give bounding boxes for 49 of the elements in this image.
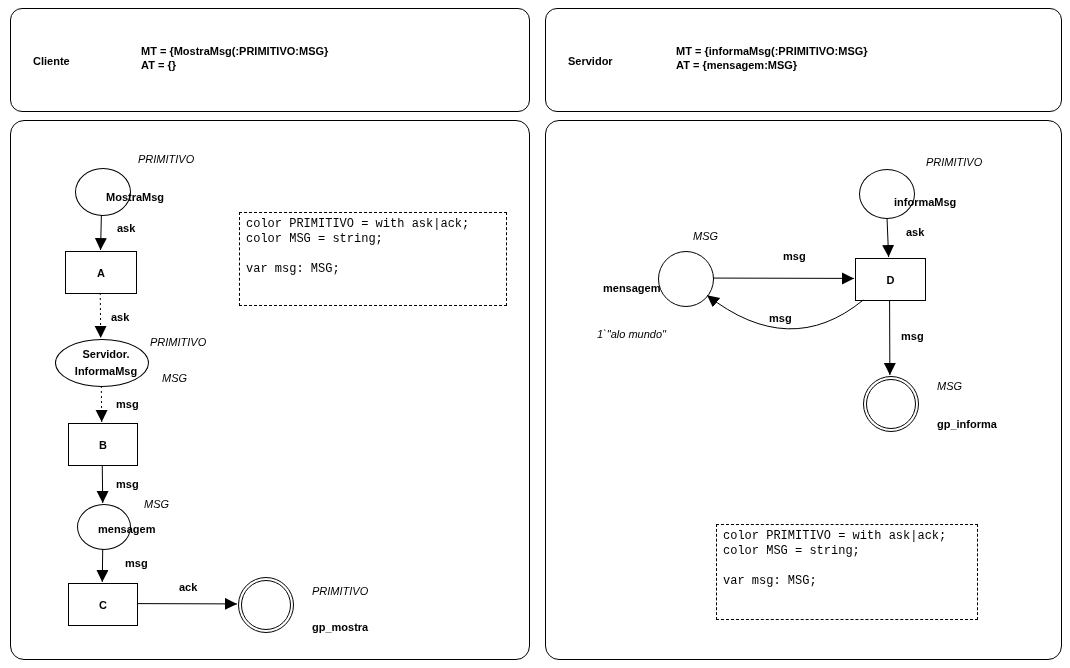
arc-arrow [94, 292, 107, 339]
color-set-label: MSG [162, 372, 188, 384]
arc-arrow [136, 597, 238, 610]
edge-label: ack [178, 581, 199, 593]
edge-label: ask [116, 222, 137, 234]
arc-arrow [95, 385, 108, 423]
color-set-label: 1`"alo mundo" [597, 328, 666, 340]
place-name: gp_mostra [312, 620, 369, 635]
place-name: Servidor. InformaMsg [73, 347, 139, 379]
code-text: color PRIMITIVO = with ask|ack; color MSG = string; [723, 529, 948, 559]
transition-box [68, 583, 138, 626]
transition-box [68, 423, 138, 466]
declaration-box [239, 212, 507, 306]
transition-name: A [97, 266, 105, 279]
declaration-box [716, 524, 978, 620]
place-name: mensagem [603, 281, 661, 296]
code-text: color PRIMITIVO = with ask|ack; color MSG = string; [246, 217, 471, 247]
arc-arrow [96, 548, 109, 583]
arc-arrow [883, 299, 896, 376]
arc-arrow [94, 214, 107, 251]
module-name: Servidor [568, 55, 613, 67]
transition-name: C [99, 598, 107, 611]
module-header [545, 8, 1062, 112]
color-set-label: MSG [144, 498, 170, 510]
transition-box [65, 251, 137, 294]
code-text: var msg: MSG; [723, 574, 818, 589]
arc-arrow [706, 294, 864, 330]
transition-name: D [886, 273, 895, 286]
signature-text: AT = {mensagem:MSG} [676, 59, 798, 71]
signature-text: MT = {informaMsg(:PRIMITIVO:MSG} [676, 45, 868, 57]
color-set-label: MSG [937, 380, 963, 392]
place-name: gp_informa [937, 417, 997, 432]
arc-arrow [96, 464, 109, 504]
arc-arrow [882, 217, 895, 258]
module-name: Cliente [33, 55, 70, 67]
color-set-label: MSG [693, 230, 719, 242]
signature-text: AT = {} [141, 59, 176, 71]
module-header [10, 8, 530, 112]
edge-label: ask [905, 226, 926, 238]
arc-arrow [712, 272, 855, 285]
transition-name: B [99, 438, 107, 451]
code-text: var msg: MSG; [246, 262, 341, 277]
edge-label: ask [110, 311, 131, 323]
color-set-label: PRIMITIVO [926, 156, 983, 168]
color-set-label: PRIMITIVO [138, 153, 195, 165]
color-set-label: PRIMITIVO [312, 585, 369, 597]
transition-box [855, 258, 926, 301]
signature-text: MT = {MostraMsg(:PRIMITIVO:MSG} [141, 45, 329, 57]
color-set-label: PRIMITIVO [150, 336, 207, 348]
